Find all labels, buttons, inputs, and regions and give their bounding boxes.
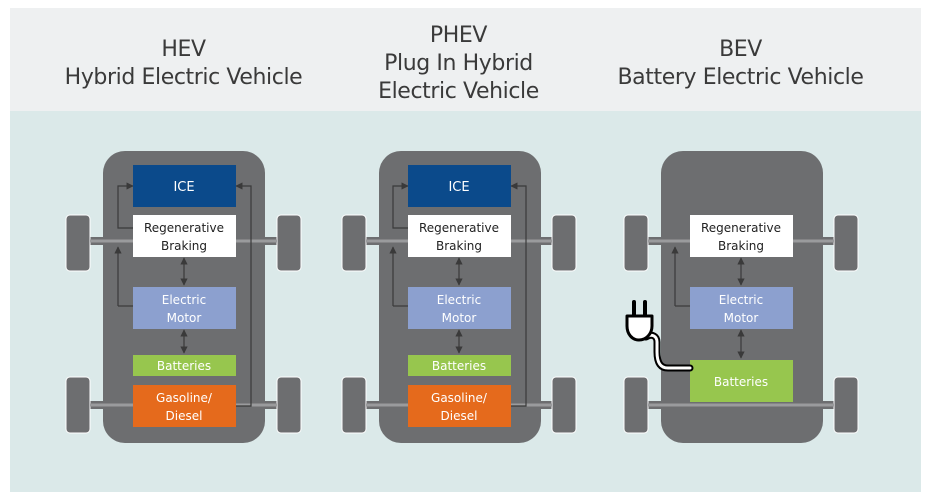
bev-battery-label: Batteries bbox=[714, 375, 768, 389]
phev-wheel-front-left bbox=[341, 214, 367, 272]
phev-motor-block bbox=[408, 287, 511, 329]
hev-vehicle: ICE Regenerative Braking Electric Motor … bbox=[65, 151, 302, 443]
bev-regen-block bbox=[690, 215, 793, 257]
hev-title-full: Hybrid Electric Vehicle bbox=[64, 65, 303, 90]
hev-fuel-label-2: Diesel bbox=[166, 409, 203, 423]
hev-ice-label: ICE bbox=[173, 180, 194, 195]
phev-fuel-label-2: Diesel bbox=[441, 409, 478, 423]
phev-title: PHEV Plug In Hybrid Electric Vehicle bbox=[310, 22, 607, 106]
phev-regen-to-ice-arrow bbox=[392, 182, 409, 229]
phev-vehicle: ICE Regenerative Braking Electric Motor … bbox=[341, 151, 577, 443]
bev-wheel-front-left bbox=[623, 214, 649, 272]
phev-title-full-line2: Electric Vehicle bbox=[378, 79, 539, 104]
phev-wheel-rear-left bbox=[341, 376, 367, 434]
hev-regen-label-2: Braking bbox=[161, 239, 207, 253]
hev-ice-block bbox=[133, 165, 236, 207]
hev-battery-label: Batteries bbox=[157, 359, 211, 373]
hev-regen-label-1: Regenerative bbox=[144, 221, 224, 235]
phev-fuel-label-1: Gasoline/ bbox=[431, 391, 488, 405]
phev-regen-block bbox=[408, 215, 511, 257]
phev-wheel-front-right bbox=[551, 214, 577, 272]
phev-ice-block bbox=[408, 165, 511, 207]
bev-motor-label-2: Motor bbox=[724, 311, 759, 325]
bev-motor-block bbox=[690, 287, 793, 329]
phev-wheel-rear-right bbox=[551, 376, 577, 434]
bev-regen-label-2: Braking bbox=[718, 239, 764, 253]
bev-title-full: Battery Electric Vehicle bbox=[617, 65, 864, 90]
bev-wheel-rear-right bbox=[833, 376, 859, 434]
bev-wheel-front-right bbox=[833, 214, 859, 272]
hev-fuel-label-1: Gasoline/ bbox=[156, 391, 213, 405]
hev-wheel-front-right bbox=[276, 214, 302, 272]
phev-fuel-to-ice-arrow bbox=[510, 182, 527, 407]
hev-fuel-block bbox=[133, 385, 236, 427]
phev-battery-label: Batteries bbox=[432, 359, 486, 373]
phev-battery-block bbox=[408, 355, 511, 376]
bev-battery-block bbox=[690, 360, 793, 402]
phev-title-abbrev: PHEV bbox=[429, 23, 488, 48]
hev-title-abbrev: HEV bbox=[161, 37, 206, 62]
phev-title-full-line1: Plug In Hybrid bbox=[384, 51, 533, 76]
bev-wheel-rear-left bbox=[623, 376, 649, 434]
bev-motor-label-1: Electric bbox=[719, 293, 763, 307]
phev-regen-label-1: Regenerative bbox=[419, 221, 499, 235]
hev-wheel-rear-left bbox=[65, 376, 91, 434]
hev-motor-label-1: Electric bbox=[162, 293, 206, 307]
phev-ice-label: ICE bbox=[448, 180, 469, 195]
phev-fuel-block bbox=[408, 385, 511, 427]
hev-fuel-to-ice-arrow bbox=[235, 182, 252, 407]
hev-battery-block bbox=[133, 355, 236, 376]
bev-title: BEV Battery Electric Vehicle bbox=[592, 36, 889, 92]
plug-icon bbox=[625, 300, 694, 372]
hev-regen-block bbox=[133, 215, 236, 257]
hev-title: HEV Hybrid Electric Vehicle bbox=[35, 36, 332, 92]
bev-regen-label-1: Regenerative bbox=[701, 221, 781, 235]
phev-regen-label-2: Braking bbox=[436, 239, 482, 253]
bev-title-abbrev: BEV bbox=[719, 37, 762, 62]
hev-motor-block bbox=[133, 287, 236, 329]
hev-motor-label-2: Motor bbox=[167, 311, 202, 325]
header-band bbox=[10, 8, 921, 111]
hev-regen-to-ice-arrow bbox=[117, 182, 134, 229]
phev-motor-label-1: Electric bbox=[437, 293, 481, 307]
hev-wheel-rear-right bbox=[276, 376, 302, 434]
phev-motor-label-2: Motor bbox=[442, 311, 477, 325]
hev-wheel-front-left bbox=[65, 214, 91, 272]
bev-vehicle: Regenerative Braking Electric Motor Batt… bbox=[623, 151, 859, 443]
